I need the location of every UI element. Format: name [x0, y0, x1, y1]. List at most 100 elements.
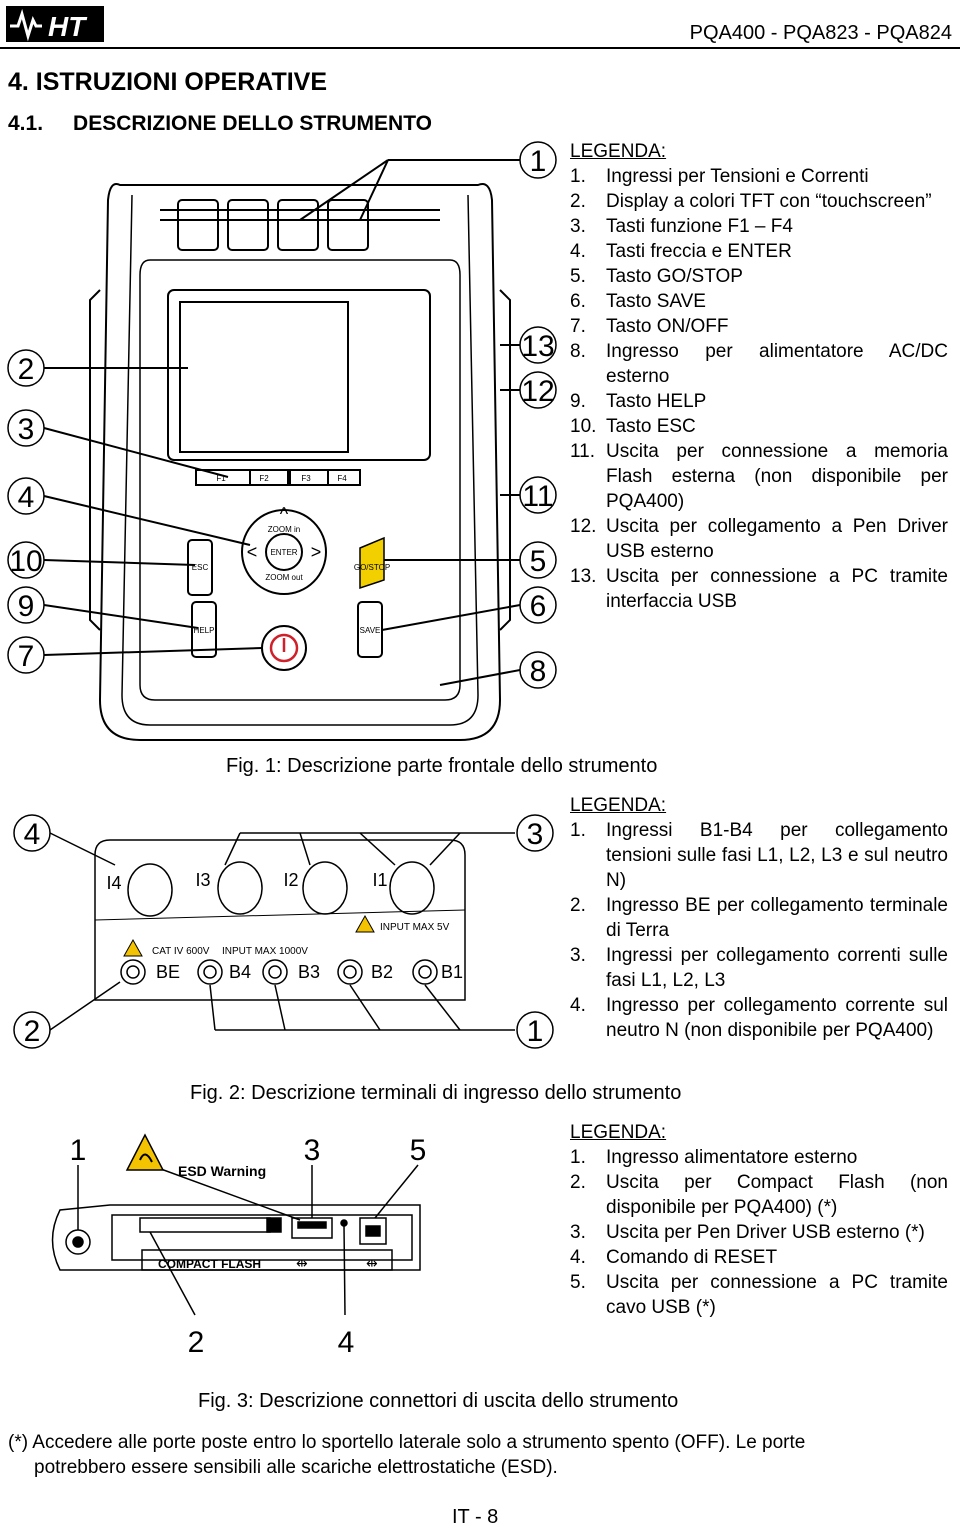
label-f2: F2	[259, 474, 269, 483]
legend-item: 4.Ingresso per collegamento corrente sul…	[570, 995, 948, 1041]
input-i4	[127, 863, 173, 917]
fig2-legend-head: LEGENDA:	[570, 795, 667, 816]
legend-item: 3.Tasti funzione F1 – F4	[570, 216, 793, 237]
label-esd: ESD Warning	[178, 1163, 266, 1179]
top-connector-4	[327, 199, 369, 251]
legend-item: 2.Uscita per Compact Flash (non disponib…	[570, 1172, 948, 1218]
fig2-caption: Fig. 2: Descrizione terminali di ingress…	[190, 1082, 682, 1104]
compact-flash-label-box	[141, 1249, 393, 1271]
legend-item: 2.Ingresso BE per collegamento terminale…	[570, 895, 948, 941]
callout-fig2-3: 3	[527, 818, 544, 851]
logo-text: HT	[48, 11, 88, 42]
instrument-body-outline	[98, 183, 502, 741]
input-i2	[302, 861, 348, 915]
fig3-legend-head: LEGENDA:	[570, 1122, 667, 1143]
label-cat: CAT IV 600V	[152, 946, 210, 957]
callout-fig3-5: 5	[410, 1134, 427, 1167]
fig3-legend: LEGENDA: 1.Ingresso alimentatore esterno…	[570, 1120, 948, 1320]
callout-fig1-5: 5	[530, 545, 547, 578]
label-zoom-in: ZOOM in	[268, 525, 300, 534]
legend-item: 2.Display a colori TFT con “touchscreen”	[570, 191, 932, 212]
callout-fig1-8: 8	[530, 655, 547, 688]
callout-fig1-3: 3	[18, 413, 35, 446]
callout-fig1-13: 13	[521, 330, 554, 363]
callout-fig1-9: 9	[18, 590, 35, 623]
terminal-b3	[262, 959, 288, 985]
fig1-legend: LEGENDA: 1.Ingressi per Tensioni e Corre…	[570, 139, 948, 614]
label-zoom-out: ZOOM out	[265, 573, 303, 582]
label-i4: I4	[106, 873, 121, 893]
label-help: HELP	[194, 626, 215, 635]
warning-icon	[123, 938, 143, 957]
top-connector-2	[227, 199, 269, 251]
ht-logo: HT	[6, 4, 106, 44]
legend-item: 5.Uscita per connessione a PC tramite ca…	[570, 1272, 948, 1318]
callout-fig1-7: 7	[18, 640, 35, 673]
fig2-legend: LEGENDA: 1.Ingressi B1-B4 per collegamen…	[570, 793, 948, 1043]
section-subtitle: 4.1.DESCRIZIONE DELLO STRUMENTO	[8, 112, 432, 136]
esc-key	[187, 539, 213, 596]
callout-fig3-2: 2	[188, 1326, 205, 1359]
fig2-input-terminals: I4 I3 I2 I1 BE B4 B3 B2 B1 INPUT MAX 5V …	[13, 814, 554, 1049]
callout-fig3-3: 3	[304, 1134, 321, 1167]
label-save: SAVE	[360, 626, 381, 635]
label-compact-flash: COMPACT FLASH	[158, 1257, 261, 1271]
legend-item: 8.Ingresso per alimentatore AC/DC estern…	[570, 341, 948, 387]
legend-item: 7.Tasto ON/OFF	[570, 316, 729, 337]
side-body-outline	[51, 1204, 421, 1271]
label-go-stop: GO/STOP	[354, 563, 390, 572]
reset-button	[340, 1219, 348, 1227]
callout-fig2-4: 4	[24, 818, 41, 851]
callout-fig1-4: 4	[18, 481, 35, 514]
callout-fig2-1: 1	[527, 1015, 544, 1048]
fig1-caption: Fig. 1: Descrizione parte frontale dello…	[226, 755, 658, 777]
label-input-max-1000v: INPUT MAX 1000V	[222, 946, 308, 957]
callout-fig2-2: 2	[24, 1015, 41, 1048]
label-input-max-5v: INPUT MAX 5V	[380, 922, 450, 933]
label-b1: B1	[441, 962, 463, 982]
terminal-b2	[337, 959, 363, 985]
label-i2: I2	[283, 870, 298, 890]
footnote-line-1: (*) Accedere alle porte poste entro lo s…	[8, 1432, 806, 1453]
callout-fig1-1: 1	[530, 145, 547, 178]
footnote: (*) Accedere alle porte poste entro lo s…	[8, 1430, 958, 1480]
dpad	[241, 509, 327, 595]
warning-icon	[355, 914, 375, 933]
subtitle-number: 4.1.	[8, 112, 44, 135]
footnote-line-2: potrebbero essere sensibili alle scarich…	[34, 1457, 558, 1478]
svg-text:>: >	[311, 542, 322, 562]
display-bezel	[167, 289, 431, 461]
compact-flash-slot	[139, 1217, 271, 1233]
top-connector-1	[177, 199, 219, 251]
legend-item: 13.Uscita per connessione a PC tramite i…	[570, 566, 948, 612]
usb-icon: ⇹ ⇹	[296, 1255, 378, 1271]
fig1-instrument-front: ^ < > F1 F2 F3 F4 ZOOM in ENTER ZOOM out…	[7, 141, 557, 741]
legend-item: 5.Tasto GO/STOP	[570, 266, 743, 287]
svg-text:<: <	[247, 542, 258, 562]
callout-fig1-12: 12	[521, 375, 554, 408]
terminal-b4	[197, 959, 223, 985]
legend-item: 6.Tasto SAVE	[570, 291, 706, 312]
callout-fig1-11: 11	[522, 480, 553, 513]
enter-key	[265, 533, 303, 571]
terminal-panel	[94, 839, 466, 1001]
legend-item: 12.Uscita per collegamento a Pen Driver …	[570, 516, 948, 562]
label-i1: I1	[372, 870, 387, 890]
label-enter: ENTER	[270, 548, 297, 557]
section-title: 4. ISTRUZIONI OPERATIVE	[8, 68, 328, 96]
legend-item: 4.Comando di RESET	[570, 1247, 778, 1268]
header-divider	[0, 47, 960, 49]
legend-item: 3.Ingressi per collegamento correnti sul…	[570, 945, 948, 991]
label-esc: ESC	[192, 563, 209, 572]
svg-text:⇹: ⇹	[366, 1255, 378, 1271]
help-key	[191, 601, 217, 658]
label-be: BE	[156, 962, 180, 982]
go-stop-key	[359, 536, 385, 590]
fig1-legend-head: LEGENDA:	[570, 141, 667, 162]
model-header: PQA400 - PQA823 - PQA824	[689, 22, 952, 44]
fig3-output-connectors: ESD Warning COMPACT FLASH ⇹ ⇹ 1 3 5 2 4	[51, 1133, 427, 1359]
side-door	[111, 1214, 413, 1261]
legend-item: 10.Tasto ESC	[570, 416, 696, 437]
fig1-legend-list: 1.Ingressi per Tensioni e Correnti 2.Dis…	[570, 164, 948, 614]
label-f4: F4	[337, 474, 347, 483]
